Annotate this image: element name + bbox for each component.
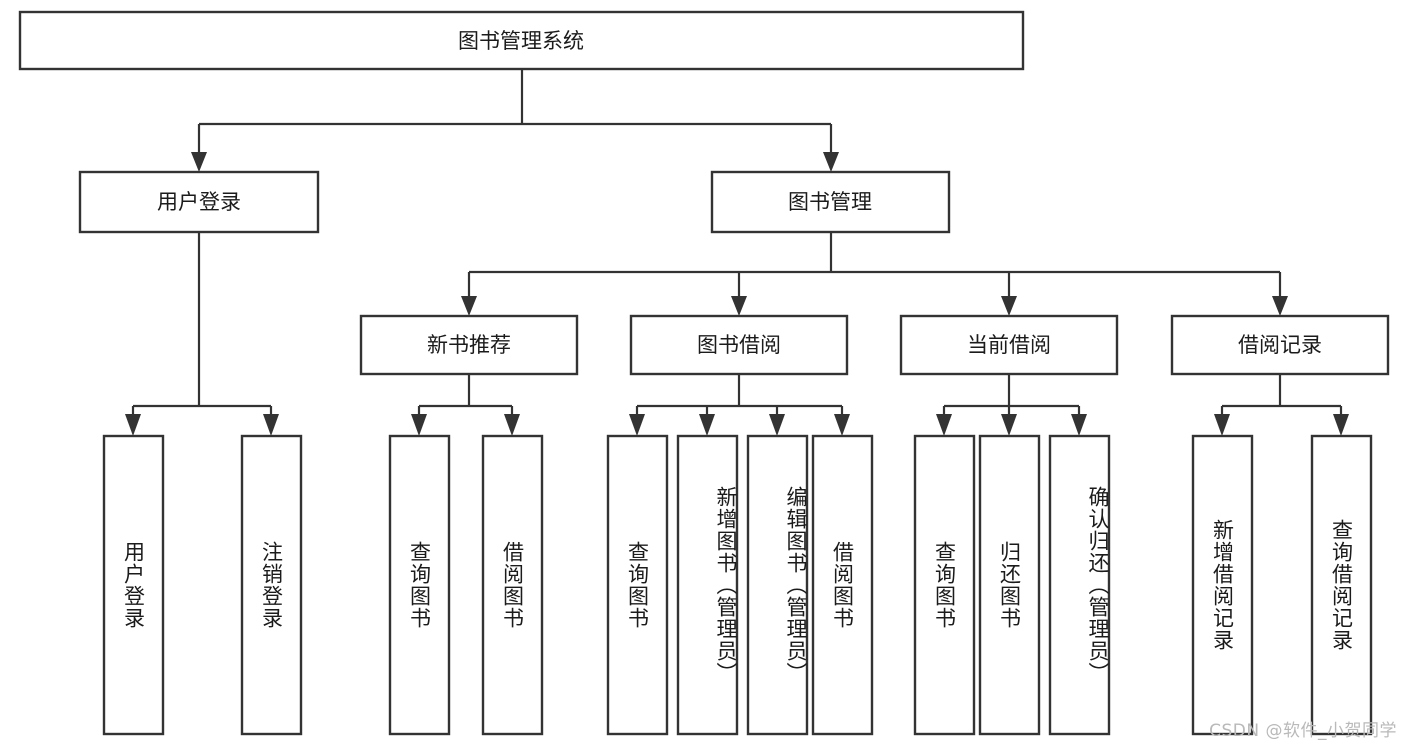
node-leaf-add-book-rect[interactable]: [676, 434, 739, 736]
node-leaf-query-book-2-rect[interactable]: [606, 434, 669, 736]
node-leaf-user-logout-rect[interactable]: [240, 434, 303, 736]
arrow-head-user-login: [191, 152, 207, 172]
node-leaf-edit-book-rect[interactable]: [746, 434, 809, 736]
node-new-book-rec-rect[interactable]: [359, 314, 579, 376]
arrow-head-current-borrow: [1001, 296, 1017, 316]
node-user-login-label: 用户登录: [157, 190, 241, 214]
node-leaf-add-record-rect[interactable]: [1191, 434, 1254, 736]
node-current-borrow[interactable]: 当前借阅: [899, 314, 1119, 376]
arrow-head-leaf-edit-book: [769, 414, 785, 436]
node-book-manage-rect[interactable]: [710, 170, 951, 234]
node-book-borrow[interactable]: 图书借阅: [629, 314, 849, 376]
edge-group-root: [191, 69, 839, 172]
node-root[interactable]: 图书管理系统: [18, 10, 1025, 71]
node-leaf-borrow-book-1-rect[interactable]: [481, 434, 544, 736]
node-leaf-query-book-1-rect[interactable]: [388, 434, 451, 736]
node-user-login[interactable]: 用户登录: [78, 170, 320, 234]
edge-group-borrow-record: [1214, 374, 1349, 436]
arrow-head-book-manage: [823, 152, 839, 172]
node-current-borrow-label: 当前借阅: [967, 333, 1051, 357]
arrow-head-leaf-user-logout: [263, 414, 279, 436]
node-book-manage[interactable]: 图书管理: [710, 170, 951, 234]
edge-group-new-book-rec: [411, 374, 520, 436]
node-book-borrow-rect[interactable]: [629, 314, 849, 376]
node-book-borrow-label: 图书借阅: [697, 333, 781, 357]
node-borrow-record-rect[interactable]: [1170, 314, 1390, 376]
arrow-head-leaf-query-book-1: [411, 414, 427, 436]
node-user-login-rect[interactable]: [78, 170, 320, 234]
arrow-head-leaf-add-book: [699, 414, 715, 436]
node-borrow-record[interactable]: 借阅记录: [1170, 314, 1390, 376]
node-leaf-confirm-return-rect[interactable]: [1048, 434, 1111, 736]
csdn-watermark: CSDN @软件_小贺同学: [1209, 721, 1397, 741]
arrow-head-new-book-rec: [461, 296, 477, 316]
edge-group-book-manage: [461, 233, 1288, 316]
node-book-manage-label: 图书管理: [788, 190, 872, 214]
node-borrow-record-label: 借阅记录: [1238, 333, 1322, 357]
node-current-borrow-rect[interactable]: [899, 314, 1119, 376]
arrow-head-leaf-return-book: [1001, 414, 1017, 436]
arrow-head-leaf-query-book-3: [936, 414, 952, 436]
node-leaf-borrow-book-2-rect[interactable]: [811, 434, 874, 736]
edge-group-book-borrow: [629, 374, 850, 436]
arrow-head-leaf-borrow-book-1: [504, 414, 520, 436]
node-leaf-return-book-rect[interactable]: [978, 434, 1041, 736]
node-leaf-query-record-rect[interactable]: [1310, 434, 1373, 736]
node-leaf-query-book-3-rect[interactable]: [913, 434, 976, 736]
node-leaf-user-login-rect[interactable]: [102, 434, 165, 736]
node-root-label: 图书管理系统: [458, 29, 584, 53]
arrow-head-leaf-borrow-book-2: [834, 414, 850, 436]
edge-group-current-borrow: [936, 374, 1087, 436]
arrow-head-leaf-query-record: [1333, 414, 1349, 436]
node-root-rect[interactable]: [18, 10, 1025, 71]
arrow-head-borrow-record: [1272, 296, 1288, 316]
node-new-book-rec[interactable]: 新书推荐: [359, 314, 579, 376]
arrow-head-leaf-query-book-2: [629, 414, 645, 436]
arrow-head-leaf-user-login: [125, 414, 141, 436]
arrow-head-leaf-add-record: [1214, 414, 1230, 436]
arrow-head-book-borrow: [731, 296, 747, 316]
edge-group-user-login: [125, 232, 279, 436]
arrow-head-leaf-confirm-return: [1071, 414, 1087, 436]
node-new-book-rec-label: 新书推荐: [427, 333, 511, 357]
